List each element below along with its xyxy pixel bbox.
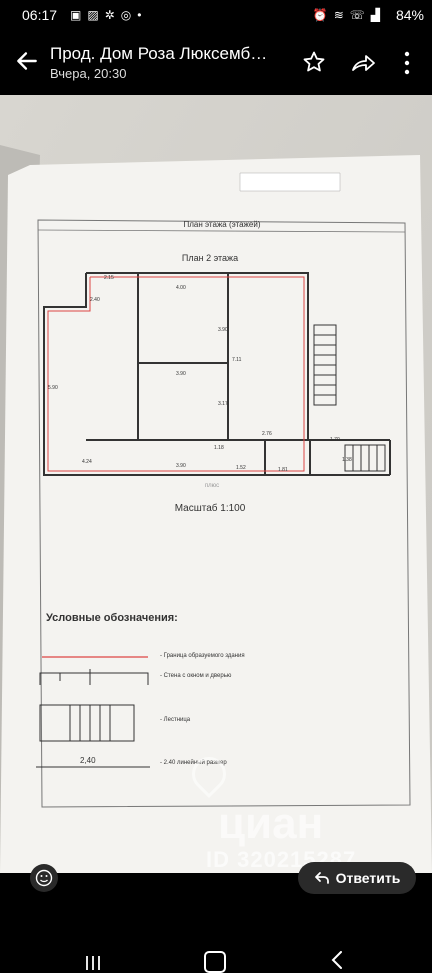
dot-icon: • xyxy=(137,8,142,22)
dim-label: 2.15 xyxy=(104,275,114,281)
dim-label: 7.11 xyxy=(232,357,242,363)
reply-icon xyxy=(314,872,329,884)
legend-item: - Стена с окном и дверью xyxy=(160,673,232,679)
forward-icon[interactable] xyxy=(350,52,376,74)
floor-plan-photo: План этажа (этажей) План 2 этажа xyxy=(0,95,432,873)
home-icon[interactable] xyxy=(204,951,226,973)
stairs xyxy=(313,324,386,472)
dim-label: 3.17 xyxy=(218,401,228,407)
notification-icons: ▣ ▨ ✲ ◎ • xyxy=(70,8,141,22)
legend-item: - Лестница xyxy=(160,717,191,723)
wifi-icon: ≋ xyxy=(333,8,344,22)
system-icons: ⏰ ≋ ☏ ▟ xyxy=(313,8,380,22)
reaction-button[interactable] xyxy=(30,864,58,892)
status-bar: 06:17 ▣ ▨ ✲ ◎ • ⏰ ≋ ☏ ▟ 84% xyxy=(0,0,432,32)
dim-label: 4.00 xyxy=(176,285,186,291)
building-boundary xyxy=(47,276,305,472)
attached-photo[interactable]: План этажа (этажей) План 2 этажа xyxy=(0,95,432,873)
chat-title: Прод. Дом Роза Люксемб… xyxy=(50,44,268,63)
star-icon[interactable] xyxy=(302,50,326,74)
legend-dim: 2,40 xyxy=(80,756,96,765)
recent-apps-icon[interactable] xyxy=(84,955,102,971)
signal-icon: ▟ xyxy=(370,8,380,22)
dim-label: 2.40 xyxy=(90,297,100,303)
image-icon: ▣ xyxy=(70,8,82,22)
gallery-icon: ▨ xyxy=(87,8,99,22)
action-row: Ответить xyxy=(0,862,432,896)
floor-title: План 2 этажа xyxy=(182,253,238,263)
floor-plan-walls xyxy=(43,272,391,476)
dim-label: 4.24 xyxy=(82,459,92,465)
legend-item: - 2.40 линейный размер xyxy=(160,759,227,766)
dim-label: 3.90 xyxy=(176,463,186,469)
plan-header: План этажа (этажей) xyxy=(184,220,261,229)
dim-label: 3.90 xyxy=(176,371,186,377)
dim-label: 1.38 xyxy=(342,457,352,463)
watermark-brand: циан xyxy=(218,799,324,848)
smiley-icon xyxy=(35,869,53,887)
dim-label: 1.18 xyxy=(214,445,224,451)
more-options-icon[interactable] xyxy=(402,50,412,76)
notification-icon: ◎ xyxy=(120,8,132,22)
legend-title: Условные обозначения: xyxy=(46,612,178,624)
settings-icon: ✲ xyxy=(104,8,115,22)
dim-label: 5.90 xyxy=(48,385,58,391)
reply-button[interactable]: Ответить xyxy=(298,862,416,894)
dim-label: 1.70 xyxy=(330,437,340,443)
reply-label: Ответить xyxy=(335,870,401,886)
alarm-icon: ⏰ xyxy=(312,8,328,22)
status-time: 06:17 xyxy=(22,7,58,23)
dim-label: 1.52 xyxy=(236,465,246,471)
dim-label: 2.76 xyxy=(262,431,272,437)
back-arrow-icon[interactable] xyxy=(14,48,40,74)
watermark-small: плюс xyxy=(205,483,219,489)
scale-label: Масштаб 1:100 xyxy=(175,502,246,514)
dim-label: 3.90 xyxy=(218,327,228,333)
call-icon: ☏ xyxy=(349,8,365,22)
dim-label: 1.81 xyxy=(278,467,288,473)
app-bar: Прод. Дом Роза Люксемб… Вчера, 20:30 xyxy=(0,32,432,92)
battery-level: 84% xyxy=(395,7,424,23)
message-timestamp: Вчера, 20:30 xyxy=(50,66,127,81)
legend-item: - Граница образуемого здания xyxy=(160,653,245,659)
nav-back-icon[interactable] xyxy=(330,951,344,969)
